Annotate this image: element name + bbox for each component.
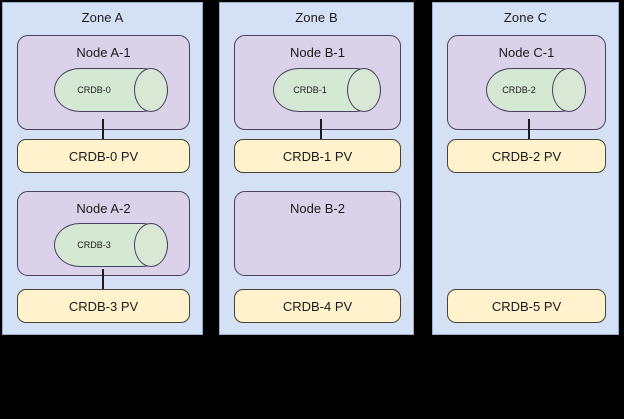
zone-c-panel[interactable]: Zone C Node C-1 CRDB-2 CRDB-2 PV CRDB-5 … [432, 2, 619, 335]
connector-node-b-1-to-pv [320, 119, 322, 140]
connector-node-a-1-to-pv [102, 119, 104, 140]
pod-crdb-0-label: CRDB-0 [77, 85, 111, 95]
pv-crdb-2[interactable]: CRDB-2 PV [447, 139, 606, 173]
node-a-2[interactable]: Node A-2 CRDB-3 [17, 191, 190, 276]
node-a-1-label: Node A-1 [76, 45, 131, 60]
node-c-1[interactable]: Node C-1 CRDB-2 [447, 35, 606, 130]
node-b-1-label: Node B-1 [290, 45, 345, 60]
node-b-1[interactable]: Node B-1 CRDB-1 [234, 35, 401, 130]
zone-a-panel[interactable]: Zone A Node A-1 CRDB-0 CRDB-0 PV Node A-… [2, 2, 203, 335]
node-a-2-label: Node A-2 [76, 201, 131, 216]
node-a-1[interactable]: Node A-1 CRDB-0 [17, 35, 190, 130]
pv-crdb-1[interactable]: CRDB-1 PV [234, 139, 401, 173]
pod-crdb-1-label: CRDB-1 [293, 85, 327, 95]
pod-crdb-2-label: CRDB-2 [502, 85, 536, 95]
connector-node-a-2-to-pv [102, 269, 104, 290]
pv-crdb-3[interactable]: CRDB-3 PV [17, 289, 190, 323]
pv-crdb-4[interactable]: CRDB-4 PV [234, 289, 401, 323]
pod-crdb-1[interactable]: CRDB-1 [273, 68, 381, 112]
cylinder-cap-icon [347, 68, 381, 112]
zone-c-title: Zone C [503, 10, 548, 25]
zone-b-panel[interactable]: Zone B Node B-1 CRDB-1 CRDB-1 PV Node B-… [219, 2, 414, 335]
cylinder-cap-icon [552, 68, 586, 112]
node-b-2-label: Node B-2 [290, 201, 345, 216]
zone-a-title: Zone A [81, 10, 124, 25]
node-c-1-label: Node C-1 [498, 45, 555, 60]
connector-node-c-1-to-pv [528, 119, 530, 140]
pv-crdb-5[interactable]: CRDB-5 PV [447, 289, 606, 323]
pv-crdb-0[interactable]: CRDB-0 PV [17, 139, 190, 173]
pod-crdb-2[interactable]: CRDB-2 [486, 68, 586, 112]
pod-crdb-3[interactable]: CRDB-3 [54, 223, 168, 267]
pod-crdb-3-label: CRDB-3 [77, 240, 111, 250]
cylinder-cap-icon [134, 223, 168, 267]
node-b-2[interactable]: Node B-2 [234, 191, 401, 276]
zone-b-title: Zone B [295, 10, 338, 25]
pod-crdb-0[interactable]: CRDB-0 [54, 68, 168, 112]
cylinder-cap-icon [134, 68, 168, 112]
